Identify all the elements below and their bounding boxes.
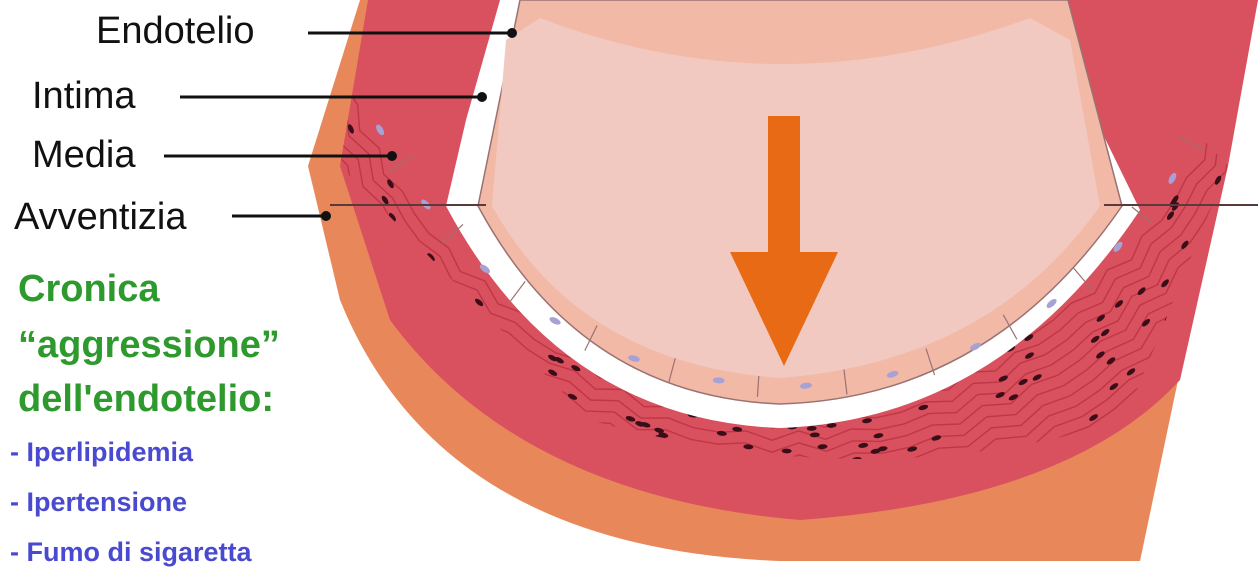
leader-dot-endotelio — [507, 28, 517, 38]
nucleus — [312, 54, 319, 65]
nucleus — [1239, 169, 1248, 180]
leader-dot-media — [387, 151, 397, 161]
label-avventizia: Avventizia — [14, 198, 187, 236]
nucleus — [297, 59, 304, 70]
heading-line-3: dell'endotelio: — [18, 376, 274, 424]
nucleus — [281, 119, 289, 130]
nucleus — [1253, 230, 1258, 241]
nucleus — [1214, 262, 1224, 273]
nucleus — [294, 178, 303, 189]
nucleus — [251, 119, 259, 130]
heading-line-1: Cronica — [18, 266, 159, 314]
risk-factor-item: - Ipertensione — [10, 486, 252, 536]
risk-factor-item: - Iperlipidemia — [10, 436, 252, 486]
label-media: Media — [32, 136, 136, 174]
nucleus — [263, 58, 270, 69]
nucleus — [1239, 107, 1247, 118]
nucleus — [1253, 118, 1258, 129]
nucleus — [1230, 150, 1239, 161]
nucleus — [233, 104, 241, 115]
nucleus — [268, 183, 277, 194]
leader-dot-intima — [477, 92, 487, 102]
leader-dot-avventizia — [321, 211, 331, 221]
label-intima: Intima — [32, 77, 135, 115]
nucleus — [274, 58, 281, 69]
risk-factor-list: - Iperlipidemia - Ipertensione - Fumo di… — [10, 436, 252, 586]
nucleus — [265, 40, 272, 51]
label-endotelio: Endotelio — [96, 12, 254, 50]
nucleus — [234, 67, 241, 78]
nucleus — [288, 226, 297, 237]
nucleus — [1246, 168, 1255, 179]
nucleus — [301, 251, 311, 262]
nucleus — [1244, 111, 1252, 122]
heading-line-2: “aggressione” — [18, 322, 280, 370]
nucleus — [283, 142, 291, 153]
risk-factor-item: - Fumo di sigaretta — [10, 536, 252, 586]
